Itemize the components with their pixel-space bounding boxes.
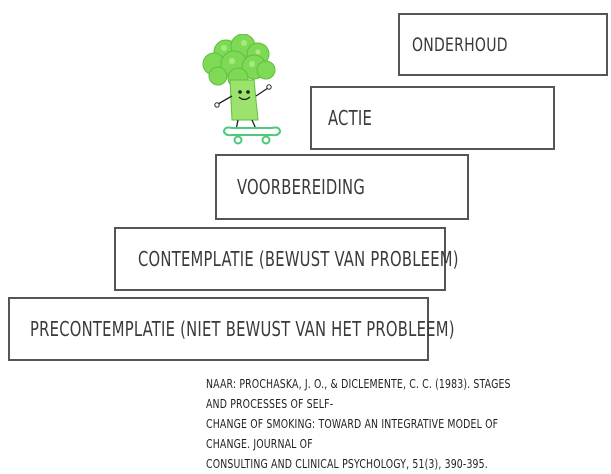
stage-label-voorbereiding: Voorbereiding <box>237 175 365 199</box>
stage-box-precontemplatie: Precontemplatie (niet bewust van het pro… <box>8 297 429 361</box>
stage-box-voorbereiding: Voorbereiding <box>215 154 469 220</box>
citation-line-3: Consulting and Clinical Psychology, 51(3… <box>206 454 534 474</box>
stage-box-onderhoud: Onderhoud <box>398 13 608 76</box>
stage-label-precontemplatie: Precontemplatie (niet bewust van het pro… <box>30 317 455 341</box>
stage-box-contemplatie: Contemplatie (bewust van probleem) <box>114 227 446 291</box>
citation-line-1: Naar: Prochaska, J. O., & DiClemente, C.… <box>206 374 534 414</box>
stage-label-actie: Actie <box>328 106 372 130</box>
citation-line-2: change of smoking: Toward an integrative… <box>206 414 534 454</box>
stage-label-onderhoud: Onderhoud <box>412 34 508 56</box>
stage-label-contemplatie: Contemplatie (bewust van probleem) <box>138 247 459 271</box>
stage-box-actie: Actie <box>310 86 555 150</box>
citation-reference: Naar: Prochaska, J. O., & DiClemente, C.… <box>206 374 534 474</box>
broccoli-skateboarder-icon <box>188 34 288 146</box>
